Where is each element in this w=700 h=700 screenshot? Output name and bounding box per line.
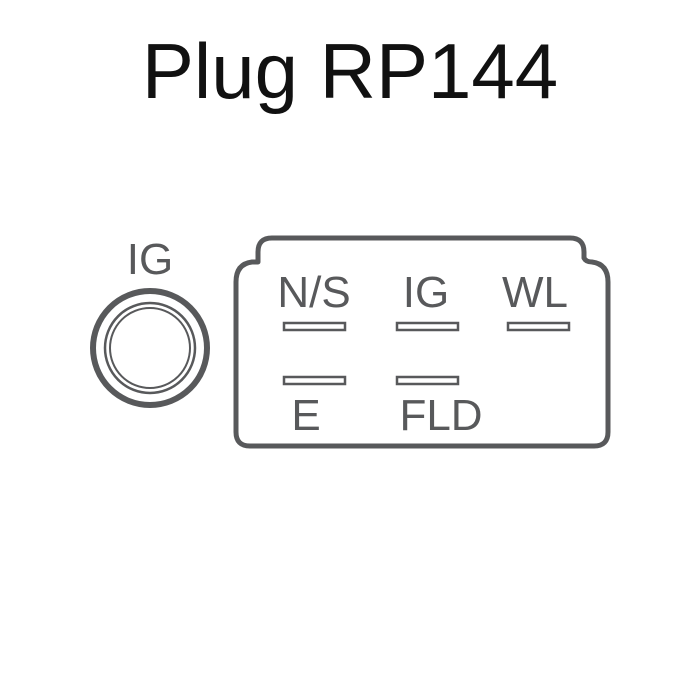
pin-slot-e — [282, 375, 347, 386]
connector-outline — [233, 235, 611, 449]
ring-hole — [109, 307, 191, 389]
pin-slot-ig — [395, 321, 460, 332]
pin-label-wl: WL — [502, 268, 568, 317]
pin-label-e: E — [291, 391, 320, 440]
pin-slot-fld — [395, 375, 460, 386]
pin-label-ig: IG — [403, 268, 449, 317]
connector-housing: N/S IG WL E FLD — [233, 235, 611, 449]
ring-outer — [90, 288, 210, 408]
ig-ring-terminal: IG — [90, 235, 210, 408]
ring-inner — [103, 301, 197, 395]
pin-label-ns: N/S — [277, 268, 350, 317]
pin-label-fld: FLD — [399, 391, 482, 440]
pin-slot-wl — [506, 321, 571, 332]
pin-slot-ns — [282, 321, 347, 332]
ig-terminal-label: IG — [127, 235, 173, 284]
diagram-title: Plug RP144 — [142, 27, 558, 115]
